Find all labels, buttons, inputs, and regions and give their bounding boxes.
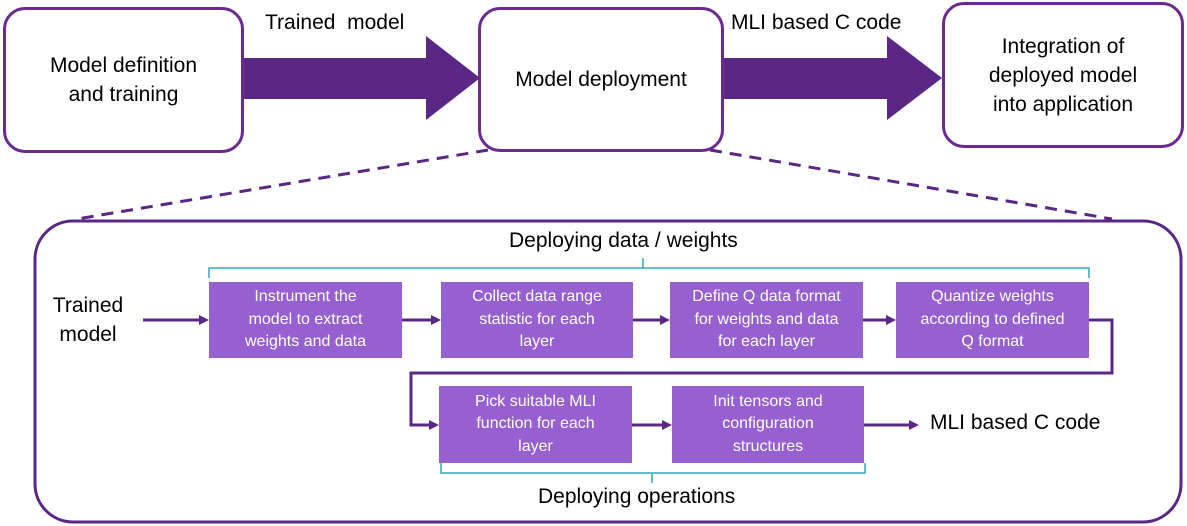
operations-brace: [440, 463, 866, 483]
mli-code-output-label: MLI based C code: [930, 411, 1101, 434]
zoom-line-right: [709, 148, 1113, 221]
step-define-q-format: Define Q data format for weights and dat…: [670, 282, 863, 358]
data-weights-brace: [208, 258, 1090, 278]
integration-text: Integration of deployed model into appli…: [988, 34, 1138, 116]
deploying-data-weights-label: Deploying data / weights: [509, 229, 738, 252]
zoom-line-left: [76, 148, 489, 221]
trained-model-arrow: [243, 36, 480, 120]
model-deployment-text: Model deployment: [515, 68, 687, 91]
connector-arrowheads: [199, 315, 919, 430]
trained-model-arrow-label: Trained model: [265, 11, 405, 34]
step-init-tensors: Init tensors and configuration structure…: [672, 386, 864, 463]
trained-model-input-label: Trained model: [52, 294, 124, 346]
mli-code-arrow-label: MLI based C code: [731, 11, 902, 34]
step-quantize-weights: Quantize weights according to defined Q …: [896, 282, 1089, 358]
model-deployment-box: Model deployment: [478, 7, 724, 152]
step-collect-data-range: Collect data range statistic for each la…: [441, 282, 633, 358]
mli-code-arrow: [722, 36, 942, 120]
step-pick-mli-function: Pick suitable MLI function for each laye…: [439, 386, 632, 463]
deploying-operations-label: Deploying operations: [538, 485, 736, 508]
model-definition-box: Model definition and training: [3, 7, 244, 153]
step-connectors: [143, 318, 1114, 427]
integration-box: Integration of deployed model into appli…: [942, 2, 1184, 148]
model-definition-text: Model definition and training: [49, 54, 198, 106]
step-instrument-model: Instrument the model to extract weights …: [209, 282, 402, 358]
